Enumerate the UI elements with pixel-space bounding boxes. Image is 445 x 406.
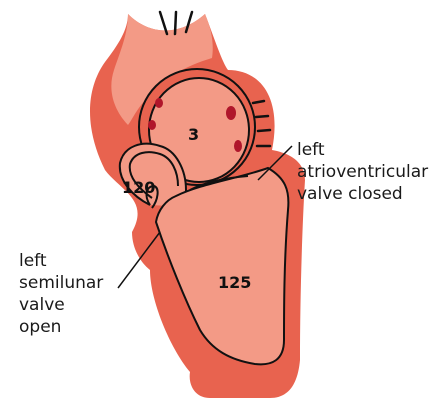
aorta-value: 120 bbox=[122, 178, 155, 197]
left-atrium-value: 3 bbox=[188, 125, 199, 144]
av-valve-label-line: left bbox=[297, 139, 428, 161]
aortic-branches bbox=[160, 12, 192, 34]
sl-valve-label-line: semilunar bbox=[19, 272, 103, 294]
atrium-spot bbox=[155, 98, 163, 108]
sl-valve-label: left semilunar valve open bbox=[19, 250, 103, 338]
atrium-spot bbox=[226, 106, 236, 120]
sl-valve-label-line: open bbox=[19, 316, 103, 338]
av-valve-label-line: valve closed bbox=[297, 183, 428, 205]
atrium-spot bbox=[234, 140, 242, 152]
sl-valve-label-line: left bbox=[19, 250, 103, 272]
left-ventricle-value: 125 bbox=[218, 273, 251, 292]
atrium-spot bbox=[148, 120, 156, 130]
av-valve-label: left atrioventricular valve closed bbox=[297, 139, 428, 205]
av-valve-label-line: atrioventricular bbox=[297, 161, 428, 183]
sl-valve-label-line: valve bbox=[19, 294, 103, 316]
